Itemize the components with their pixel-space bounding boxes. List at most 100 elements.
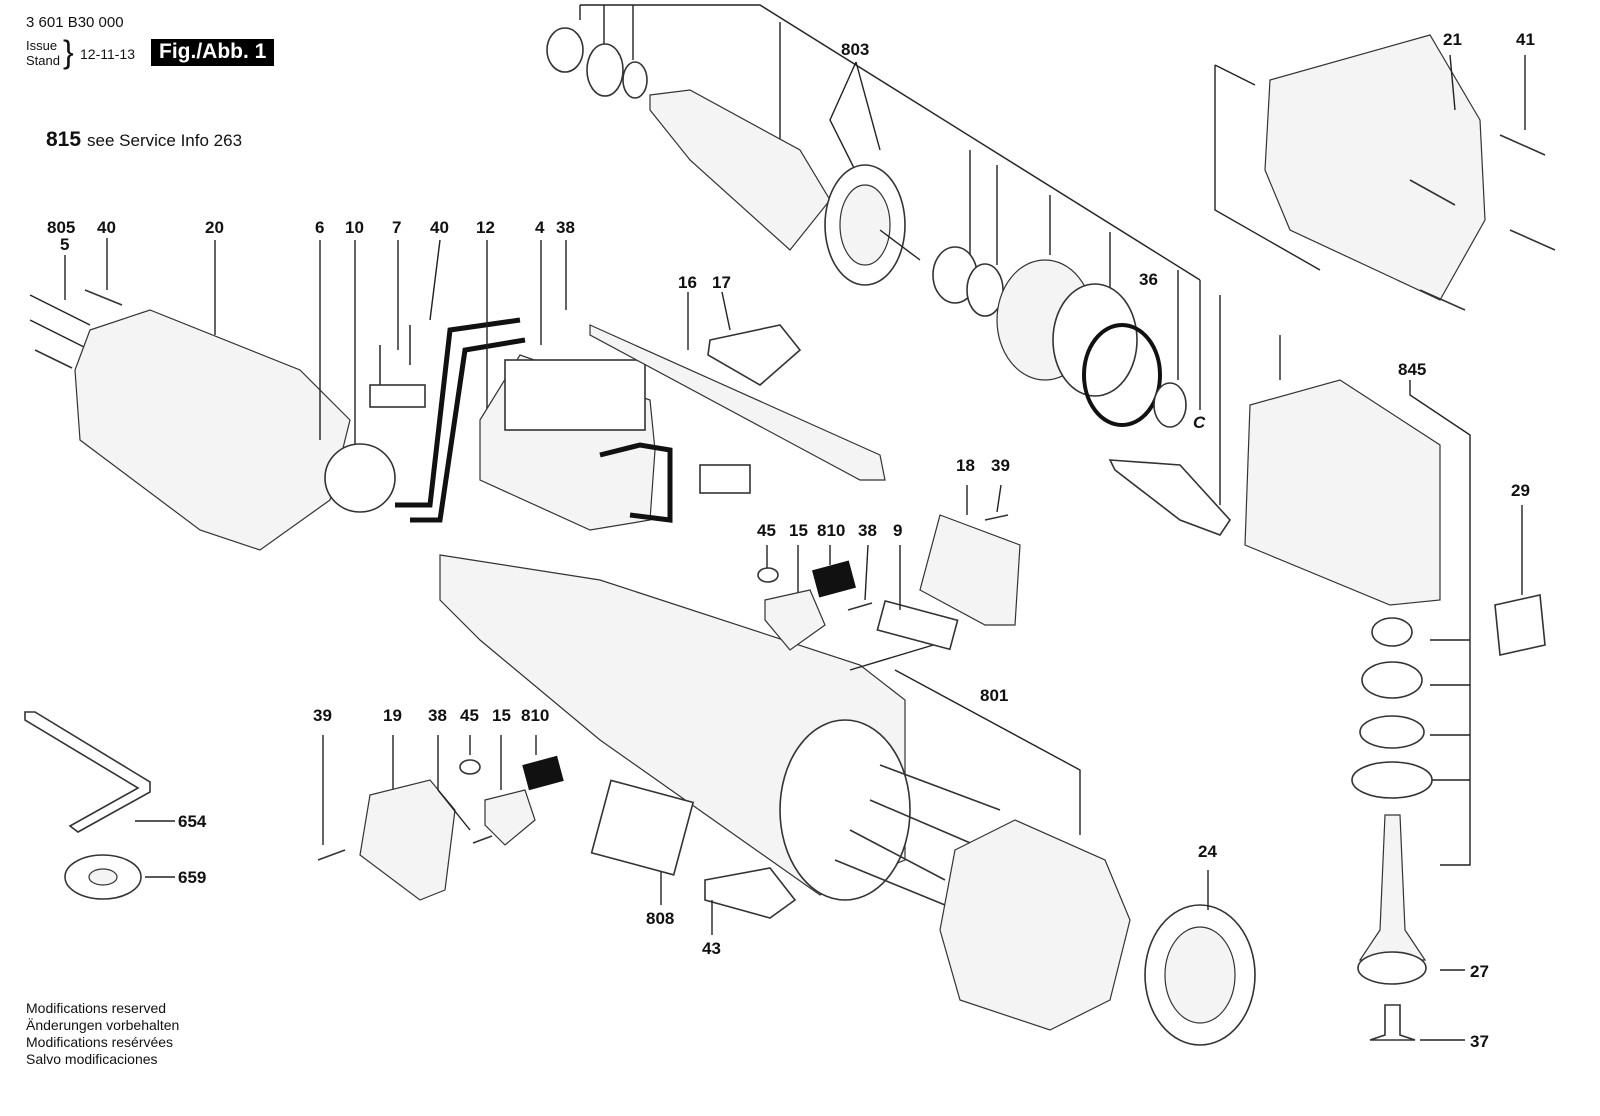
front-cap [1264, 34, 1486, 301]
bearing-part [546, 27, 584, 73]
carbon-brush [522, 755, 564, 791]
callout-805: 805 [47, 218, 75, 237]
callout-45: 45 [460, 706, 479, 725]
callout-16: 16 [678, 273, 697, 292]
disc-washer [1351, 761, 1433, 799]
brush-set-lower [317, 735, 564, 901]
callout-24: 24 [1198, 842, 1217, 861]
armature-group: C [546, 4, 1206, 432]
callout-845: 845 [1398, 360, 1426, 379]
modifications-notice: Modifications reserved Änderungen vorbeh… [26, 1000, 179, 1068]
callout-659: 659 [178, 868, 206, 887]
service-note-text: see Service Info 263 [87, 131, 243, 150]
ball-bearing [1361, 661, 1423, 699]
cable-pair [395, 317, 521, 508]
callout-4: 4 [535, 218, 545, 237]
issue-brace: } [63, 34, 74, 70]
callout-801: 801 [980, 686, 1008, 705]
callout-6: 6 [315, 218, 324, 237]
motor-housing-group [439, 545, 959, 901]
rating-plate [590, 779, 695, 876]
callout-19: 19 [383, 706, 402, 725]
callout-40: 40 [97, 218, 116, 237]
output-spindle [1358, 814, 1427, 961]
callout-29: 29 [1511, 481, 1530, 500]
retaining-ring [1359, 715, 1425, 749]
brush-holder [764, 589, 826, 651]
issue-date: 12-11-13 [80, 46, 136, 62]
brush-cover-lower [359, 779, 456, 901]
callout-41: 41 [1516, 30, 1535, 49]
callout-15: 15 [492, 706, 511, 725]
service-note-part: 815 [46, 128, 82, 151]
callout-7: 7 [392, 218, 401, 237]
switch-slider [699, 464, 751, 494]
callout-654: 654 [178, 812, 207, 831]
callout-45: 45 [757, 521, 776, 540]
issue-label-en: Issue [26, 38, 58, 53]
callout-5: 5 [60, 235, 69, 254]
callout-17: 17 [712, 273, 731, 292]
callout-43: 43 [702, 939, 721, 958]
callout-36: 36 [1139, 270, 1158, 289]
spring-lever [1108, 459, 1232, 536]
callout-808: 808 [646, 909, 674, 928]
part-number: 3 601 B30 000 [26, 14, 124, 31]
callout-40: 40 [430, 218, 449, 237]
callout-810: 810 [817, 521, 845, 540]
clamping-lever [1494, 594, 1546, 656]
mods-line-de: Änderungen vorbehalten [26, 1017, 180, 1033]
spring-part [757, 567, 779, 583]
washer-part [622, 61, 648, 99]
cord-grommet [324, 443, 396, 513]
type-plate [876, 599, 959, 651]
callout-38: 38 [428, 706, 447, 725]
issue-label: Issue Stand [26, 38, 60, 68]
switch-rod [589, 324, 886, 481]
callout-38: 38 [858, 521, 877, 540]
gear-housing [1244, 379, 1441, 606]
callout-27: 27 [1470, 962, 1489, 981]
callout-37: 37 [1470, 1032, 1489, 1051]
washer-part [586, 43, 624, 97]
rear-cover [74, 309, 351, 551]
gear-head-group [1108, 34, 1556, 1041]
service-note: 815 see Service Info 263 [46, 128, 242, 152]
field-winding [939, 819, 1131, 1031]
callout-810: 810 [521, 706, 549, 725]
mods-line-en: Modifications reserved [26, 1000, 167, 1016]
callout-39: 39 [313, 706, 332, 725]
mods-line-fr: Modifications resérvées [26, 1034, 174, 1050]
bearing-part [1153, 382, 1187, 428]
callout-38: 38 [556, 218, 575, 237]
hex-key [24, 711, 151, 833]
brush-set-upper [757, 484, 1021, 651]
callout-15: 15 [789, 521, 808, 540]
callout-18: 18 [956, 456, 975, 475]
label-plate [704, 867, 797, 919]
brush-holder [484, 789, 536, 846]
clamping-screw [1369, 1004, 1416, 1041]
switch-rod-group [589, 291, 886, 481]
callout-10: 10 [345, 218, 364, 237]
armature-rotor [649, 89, 831, 251]
tools-group [24, 711, 175, 900]
issue-label-de: Stand [26, 53, 60, 68]
mods-line-es: Salvo modificaciones [26, 1051, 158, 1067]
switch-button [707, 324, 802, 386]
housing-flange [779, 719, 911, 901]
rear-housing-group [29, 238, 751, 551]
brush-cover-upper [919, 514, 1021, 626]
spring-part [459, 759, 481, 775]
callout-803: 803 [841, 40, 869, 59]
callout-9: 9 [893, 521, 902, 540]
callout-labels: 803 21 41 805 5 40 20 6 10 7 40 12 4 38 … [47, 30, 1535, 1051]
plates-group [590, 779, 797, 935]
o-ring-part [1082, 323, 1162, 427]
retaining-clip-letter: C [1193, 413, 1206, 432]
callout-12: 12 [476, 218, 495, 237]
figure-badge: Fig./Abb. 1 [151, 39, 275, 66]
needle-bearing [1371, 617, 1413, 647]
